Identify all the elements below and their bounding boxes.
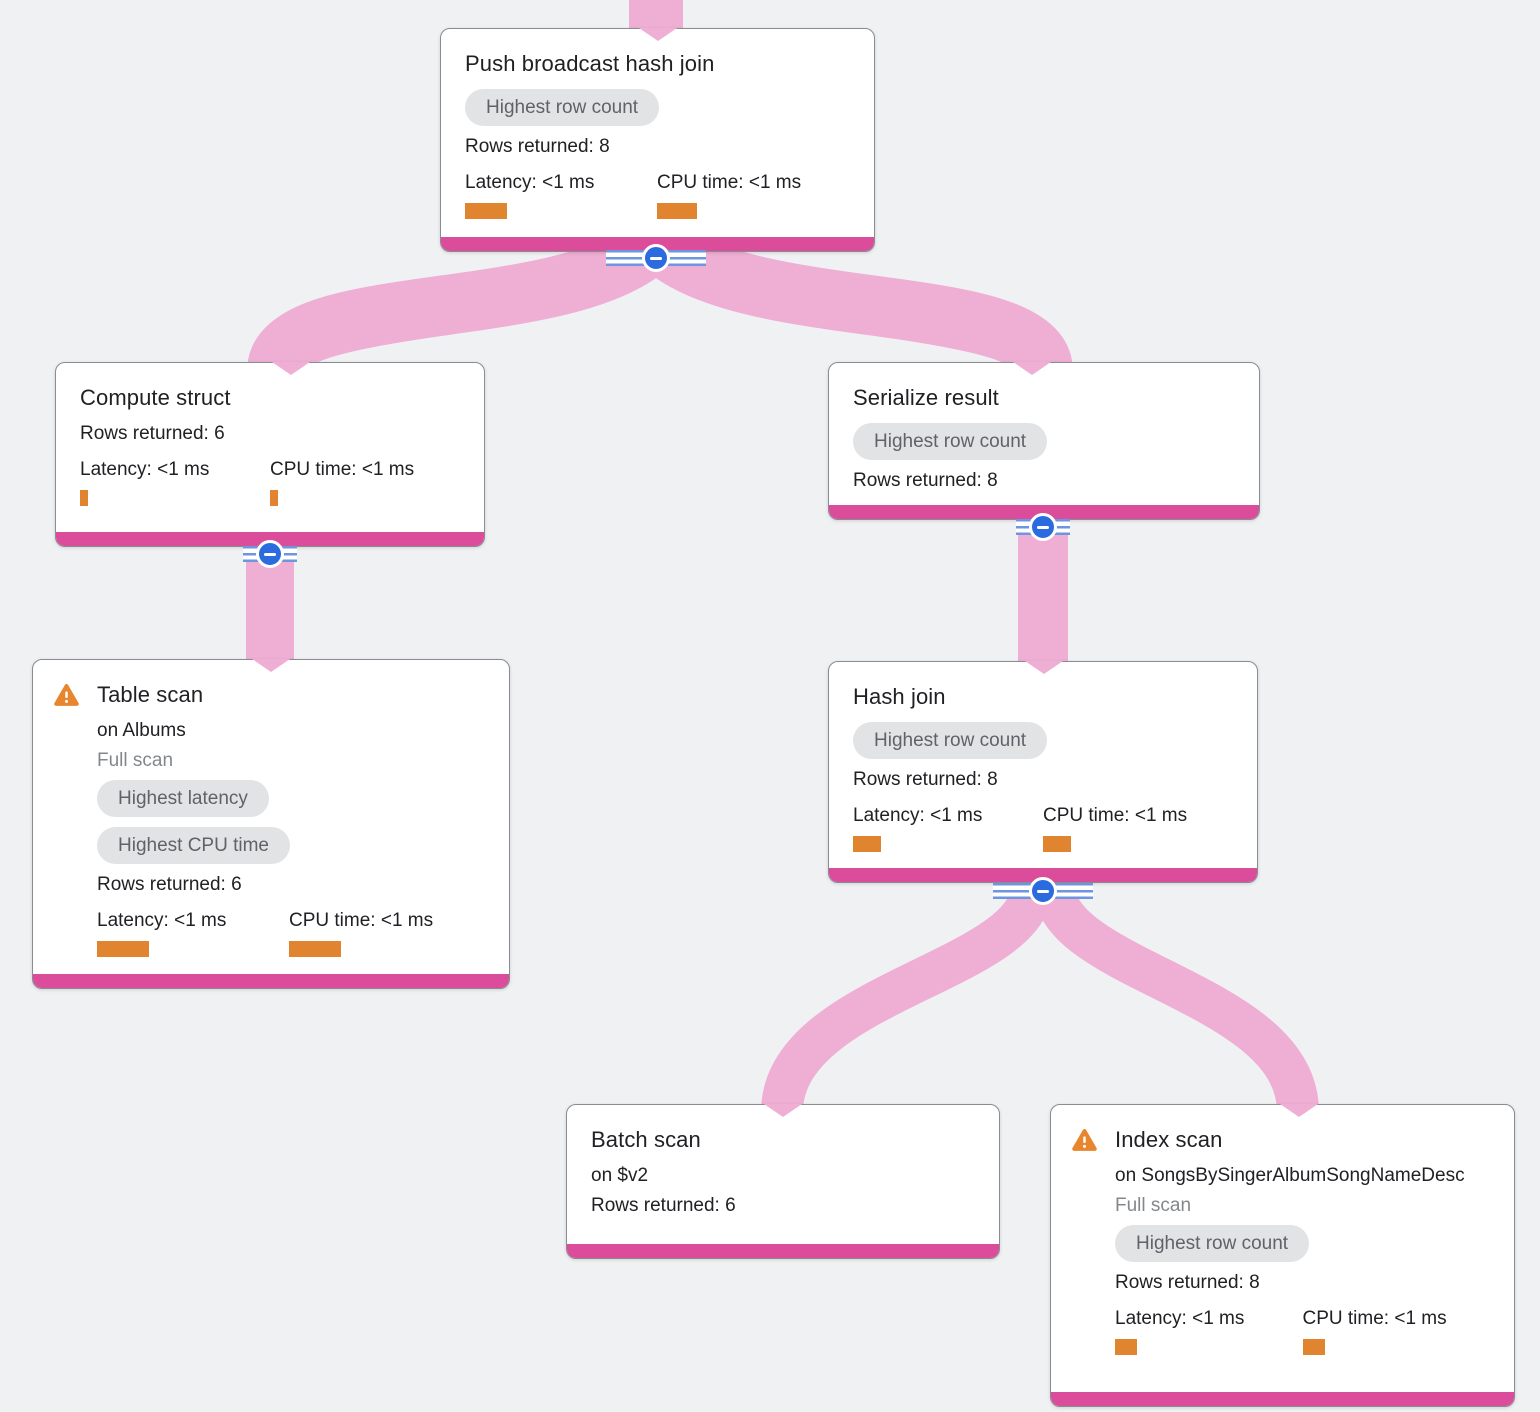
- latency-label: Latency: <1 ms: [97, 910, 227, 931]
- link-hash-join-to-index-scan: [1033, 883, 1319, 1114]
- link-entry-notch: [1280, 1104, 1318, 1117]
- link-entry-notch: [639, 28, 677, 41]
- latency-metric: Latency: <1 ms: [1115, 1308, 1303, 1355]
- link-hash-join-to-batch-scan: [761, 883, 1053, 1114]
- latency-metric: Latency: <1 ms: [465, 172, 657, 219]
- latency-metric: Latency: <1 ms: [853, 805, 1043, 852]
- metrics-row: Latency: <1 ms CPU time: <1 ms: [1115, 1308, 1490, 1355]
- cpu-time-metric: CPU time: <1 ms: [657, 172, 849, 219]
- warning-icon: [54, 683, 79, 706]
- rows-returned-label: Rows returned: 6: [97, 874, 242, 895]
- link-root-to-serialize-result: [653, 226, 1073, 377]
- node-title: Batch scan: [591, 1127, 701, 1152]
- node-title: Index scan: [1115, 1127, 1223, 1152]
- cpu-time-bar: [1302, 1339, 1325, 1355]
- latency-bar: [465, 203, 507, 219]
- collapse-icon: [1029, 513, 1057, 541]
- plan-node-index-scan[interactable]: Index scan on SongsBySingerAlbumSongName…: [1050, 1104, 1515, 1407]
- rows-returned-label: Rows returned: 8: [465, 136, 610, 157]
- latency-metric: Latency: <1 ms: [80, 459, 270, 506]
- collapse-button-serialize-result[interactable]: [1016, 513, 1070, 541]
- scan-target-label: on Albums: [97, 720, 186, 741]
- node-title: Push broadcast hash join: [465, 51, 715, 76]
- plan-node-table-scan[interactable]: Table scan on Albums Full scan Highest l…: [32, 659, 510, 989]
- cpu-time-label: CPU time: <1 ms: [657, 172, 802, 193]
- cpu-time-metric: CPU time: <1 ms: [1302, 1308, 1491, 1355]
- scan-type-label: Full scan: [1115, 1195, 1192, 1216]
- badge-highest-row-count: Highest row count: [853, 722, 1048, 759]
- scan-type-label: Full scan: [97, 750, 174, 771]
- node-footer-bar: [33, 974, 509, 988]
- cpu-time-metric: CPU time: <1 ms: [289, 910, 481, 957]
- link-entry-notch: [252, 659, 290, 672]
- rows-returned-label: Rows returned: 8: [1115, 1272, 1260, 1293]
- plan-node-batch-scan[interactable]: Batch scan on $v2 Rows returned: 6: [566, 1104, 1000, 1259]
- link-root-to-compute-struct: [247, 226, 659, 377]
- plan-node-compute-struct[interactable]: Compute struct Rows returned: 6 Latency:…: [55, 362, 485, 547]
- node-footer-bar: [1051, 1392, 1514, 1406]
- node-title: Serialize result: [853, 385, 999, 410]
- badge-highest-row-count: Highest row count: [465, 89, 660, 126]
- collapse-button-hash-join[interactable]: [993, 877, 1093, 905]
- link-entry-notch: [272, 362, 310, 375]
- cpu-time-bar: [657, 203, 697, 219]
- badge-highest-row-count: Highest row count: [1115, 1225, 1310, 1262]
- latency-label: Latency: <1 ms: [80, 459, 210, 480]
- latency-label: Latency: <1 ms: [853, 805, 983, 826]
- badge-highest-cpu-time: Highest CPU time: [97, 827, 290, 864]
- latency-label: Latency: <1 ms: [465, 172, 595, 193]
- scan-target-label: on $v2: [591, 1165, 649, 1186]
- latency-bar: [80, 490, 88, 506]
- cpu-time-label: CPU time: <1 ms: [1302, 1308, 1447, 1329]
- plan-node-hash-join[interactable]: Hash join Highest row count Rows returne…: [828, 661, 1258, 883]
- latency-label: Latency: <1 ms: [1115, 1308, 1245, 1329]
- cpu-time-bar: [270, 490, 278, 506]
- latency-bar: [1115, 1339, 1137, 1355]
- cpu-time-label: CPU time: <1 ms: [270, 459, 415, 480]
- badge-highest-latency: Highest latency: [97, 780, 269, 817]
- rows-returned-label: Rows returned: 8: [853, 470, 998, 491]
- node-title: Compute struct: [80, 385, 231, 410]
- node-footer-bar: [829, 868, 1257, 882]
- rows-returned-label: Rows returned: 6: [80, 423, 225, 444]
- metrics-row: Latency: <1 ms CPU time: <1 ms: [97, 910, 485, 957]
- node-title: Table scan: [97, 682, 204, 707]
- cpu-time-bar: [1043, 836, 1071, 852]
- metrics-row: Latency: <1 ms CPU time: <1 ms: [80, 459, 460, 506]
- plan-node-serialize-result[interactable]: Serialize result Highest row count Rows …: [828, 362, 1260, 520]
- collapse-icon: [1029, 877, 1057, 905]
- rows-returned-label: Rows returned: 8: [853, 769, 998, 790]
- node-footer-bar: [829, 505, 1259, 519]
- badge-highest-row-count: Highest row count: [853, 423, 1048, 460]
- node-title: Hash join: [853, 684, 946, 709]
- cpu-time-metric: CPU time: <1 ms: [1043, 805, 1233, 852]
- collapse-icon: [642, 244, 670, 272]
- node-footer-bar: [567, 1244, 999, 1258]
- plan-node-push-broadcast-hash-join[interactable]: Push broadcast hash join Highest row cou…: [440, 28, 875, 252]
- cpu-time-label: CPU time: <1 ms: [1043, 805, 1188, 826]
- metrics-row: Latency: <1 ms CPU time: <1 ms: [465, 172, 850, 219]
- scan-target-label: on SongsBySingerAlbumSongNameDesc: [1115, 1165, 1465, 1186]
- metrics-row: Latency: <1 ms CPU time: <1 ms: [853, 805, 1233, 852]
- rows-returned-label: Rows returned: 6: [591, 1195, 736, 1216]
- cpu-time-bar: [289, 941, 341, 957]
- latency-metric: Latency: <1 ms: [97, 910, 289, 957]
- collapse-button-push-broadcast-hash-join[interactable]: [606, 244, 706, 272]
- latency-bar: [97, 941, 149, 957]
- cpu-time-label: CPU time: <1 ms: [289, 910, 434, 931]
- node-footer-bar: [56, 532, 484, 546]
- collapse-icon: [256, 540, 284, 568]
- latency-bar: [853, 836, 881, 852]
- collapse-button-compute-struct[interactable]: [243, 540, 297, 568]
- cpu-time-metric: CPU time: <1 ms: [270, 459, 460, 506]
- link-entry-notch: [764, 1104, 802, 1117]
- link-entry-notch: [1025, 661, 1063, 674]
- link-entry-notch: [1013, 362, 1051, 375]
- warning-icon: [1072, 1128, 1097, 1151]
